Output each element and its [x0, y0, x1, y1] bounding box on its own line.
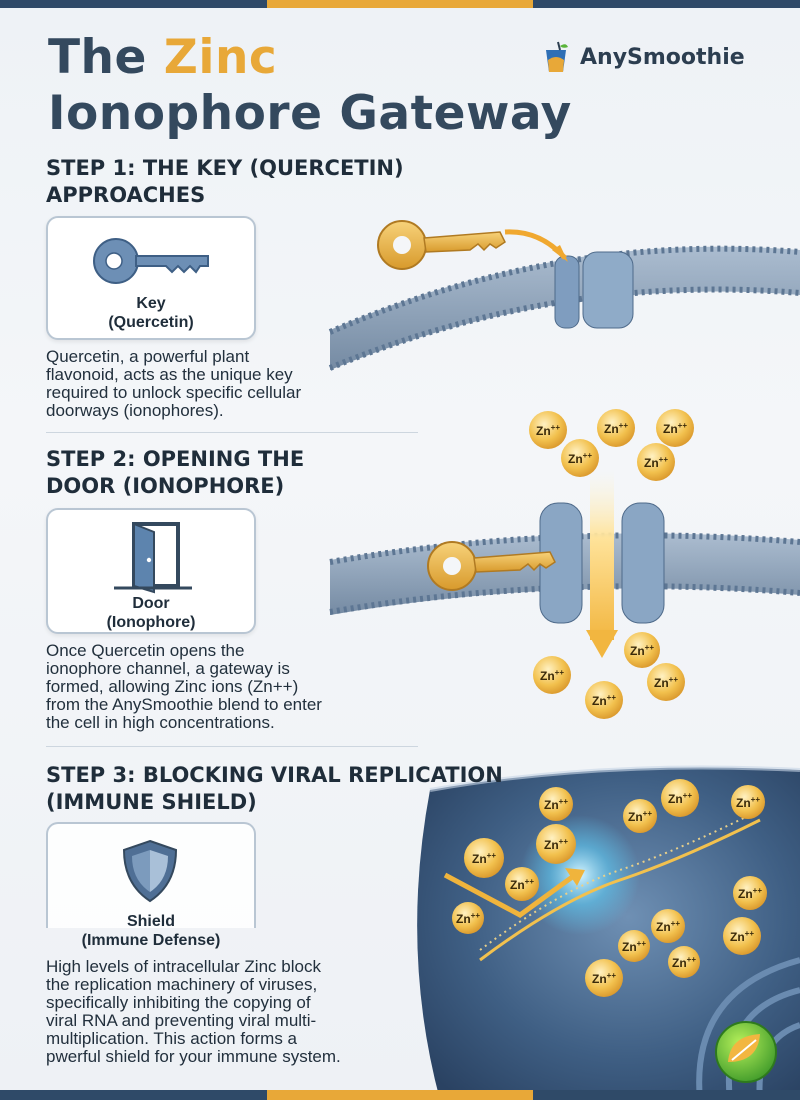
shield-card-label-line-1: Shield: [126, 913, 175, 930]
top-bar-segment: [533, 0, 800, 8]
title-prefix: The: [48, 30, 164, 85]
ion-charge: ++: [659, 455, 669, 464]
title-accent: Zinc: [163, 30, 278, 85]
ion-charge: ++: [643, 809, 653, 818]
step-2-description: Once Quercetin opens the ionophore chann…: [46, 642, 322, 732]
ion-charge: ++: [645, 643, 655, 652]
brand-logo: AnySmoothie: [540, 40, 745, 74]
key-card: Key (Quercetin): [46, 216, 256, 340]
step-3-line: viral RNA and preventing viral multi-: [46, 1011, 317, 1030]
step-2-heading: STEP 2: OPENING THE DOOR (IONOPHORE): [46, 446, 304, 500]
step-3-description: High levels of intracellular Zinc block …: [46, 958, 341, 1066]
ion-charge: ++: [559, 837, 569, 846]
zinc-ions-in-cell: [452, 779, 767, 997]
step-3-line: multiplication. This action forms a: [46, 1029, 298, 1048]
step-2-line: formed, allowing Zinc ions (Zn++): [46, 677, 299, 696]
door-card-label-line-1: Door: [132, 595, 170, 612]
step-3-heading-line-2: (IMMUNE SHIELD): [46, 790, 257, 814]
shield-icon: [122, 839, 178, 903]
zinc-ions-below: [533, 632, 685, 719]
page-title: The Zinc Ionophore Gateway: [48, 30, 572, 142]
step-3-heading-line-1: STEP 3: BLOCKING VIRAL REPLICATION: [46, 763, 503, 787]
cell-membrane-1: [328, 245, 800, 371]
leaf-badge-icon: [715, 1021, 777, 1083]
door-card-label-line-2: (Ionophore): [106, 614, 196, 631]
ion-charge: ++: [559, 797, 569, 806]
door-card-label: Door (Ionophore): [48, 594, 254, 632]
ion-charge: ++: [551, 423, 561, 432]
ion-charge: ++: [753, 886, 763, 895]
divider: [46, 746, 418, 747]
door-icon: [114, 522, 192, 594]
ion-charge: ++: [487, 851, 497, 860]
bottom-bar-segment: [0, 1090, 267, 1100]
shield-card-label-line-2: (Immune Defense): [81, 932, 221, 949]
bottom-color-bar: [0, 1090, 800, 1100]
ion-charge: ++: [687, 955, 697, 964]
key-card-label-line-2: (Quercetin): [108, 314, 194, 331]
bottom-bar-segment: [533, 1090, 800, 1100]
step-1-line: flavonoid, acts as the unique key: [46, 365, 293, 384]
key-illustration-1: [377, 220, 568, 270]
shield-card-label: Shield (Immune Defense): [48, 912, 254, 950]
top-bar-segment: [0, 0, 267, 8]
ion-charge: ++: [745, 929, 755, 938]
step-1-line: Quercetin, a powerful plant: [46, 347, 250, 366]
anysmoothie-logo-icon: [546, 41, 568, 72]
key-icon: [93, 238, 209, 284]
ion-charge: ++: [669, 675, 679, 684]
key-illustration-2: [427, 541, 556, 591]
step-1-line: required to unlock specific cellular: [46, 383, 302, 402]
ion-charge: ++: [555, 668, 565, 677]
cell-membrane-2: [329, 470, 800, 658]
ion-charge: ++: [637, 939, 647, 948]
zinc-ions-above: [529, 409, 694, 481]
title-line-2: Ionophore Gateway: [48, 86, 572, 141]
step-2-heading-line-2: DOOR (IONOPHORE): [46, 474, 285, 498]
step-1-heading-line-1: STEP 1: THE KEY (QUERCETIN): [46, 156, 404, 180]
step-1-heading: STEP 1: THE KEY (QUERCETIN) APPROACHES: [46, 155, 404, 209]
ion-charge: ++: [678, 421, 688, 430]
step-3-line: specifically inhibiting the copying of: [46, 993, 311, 1012]
divider: [46, 432, 418, 433]
brand-name: AnySmoothie: [580, 44, 745, 70]
step-2-heading-line-1: STEP 2: OPENING THE: [46, 447, 305, 471]
ion-charge: ++: [525, 877, 535, 886]
step-3-line: pwerful shield for your immune system.: [46, 1047, 341, 1066]
step-1-description: Quercetin, a powerful plant flavonoid, a…: [46, 348, 301, 420]
step-3-line: the replication machinery of viruses,: [46, 975, 318, 994]
step-1-heading-line-2: APPROACHES: [46, 183, 206, 207]
ion-charge: ++: [683, 791, 693, 800]
step-3-heading: STEP 3: BLOCKING VIRAL REPLICATION (IMMU…: [46, 762, 503, 816]
shield-card: Shield (Immune Defense): [46, 822, 256, 949]
step-2-line: the cell in high concentrations.: [46, 713, 275, 732]
key-card-label-line-1: Key: [136, 295, 166, 312]
ion-charge: ++: [619, 421, 629, 430]
ion-charge: ++: [583, 451, 593, 460]
ion-charge: ++: [607, 693, 617, 702]
step-2-line: ionophore channel, a gateway is: [46, 659, 290, 678]
door-card: Door (Ionophore): [46, 508, 256, 634]
ion-charge: ++: [671, 919, 681, 928]
bottom-bar-segment: [266, 1090, 534, 1100]
step-2-line: Once Quercetin opens the: [46, 641, 245, 660]
key-card-label: Key (Quercetin): [48, 294, 254, 332]
top-bar-segment: [266, 0, 534, 8]
step-3-line: High levels of intracellular Zinc block: [46, 957, 321, 976]
top-color-bar: [0, 0, 800, 8]
step-1-line: doorways (ionophores).: [46, 401, 224, 420]
ion-charge: ++: [751, 795, 761, 804]
ion-charge: ++: [471, 911, 481, 920]
step-2-line: from the AnySmoothie blend to enter: [46, 695, 322, 714]
ion-charge: ++: [607, 971, 617, 980]
